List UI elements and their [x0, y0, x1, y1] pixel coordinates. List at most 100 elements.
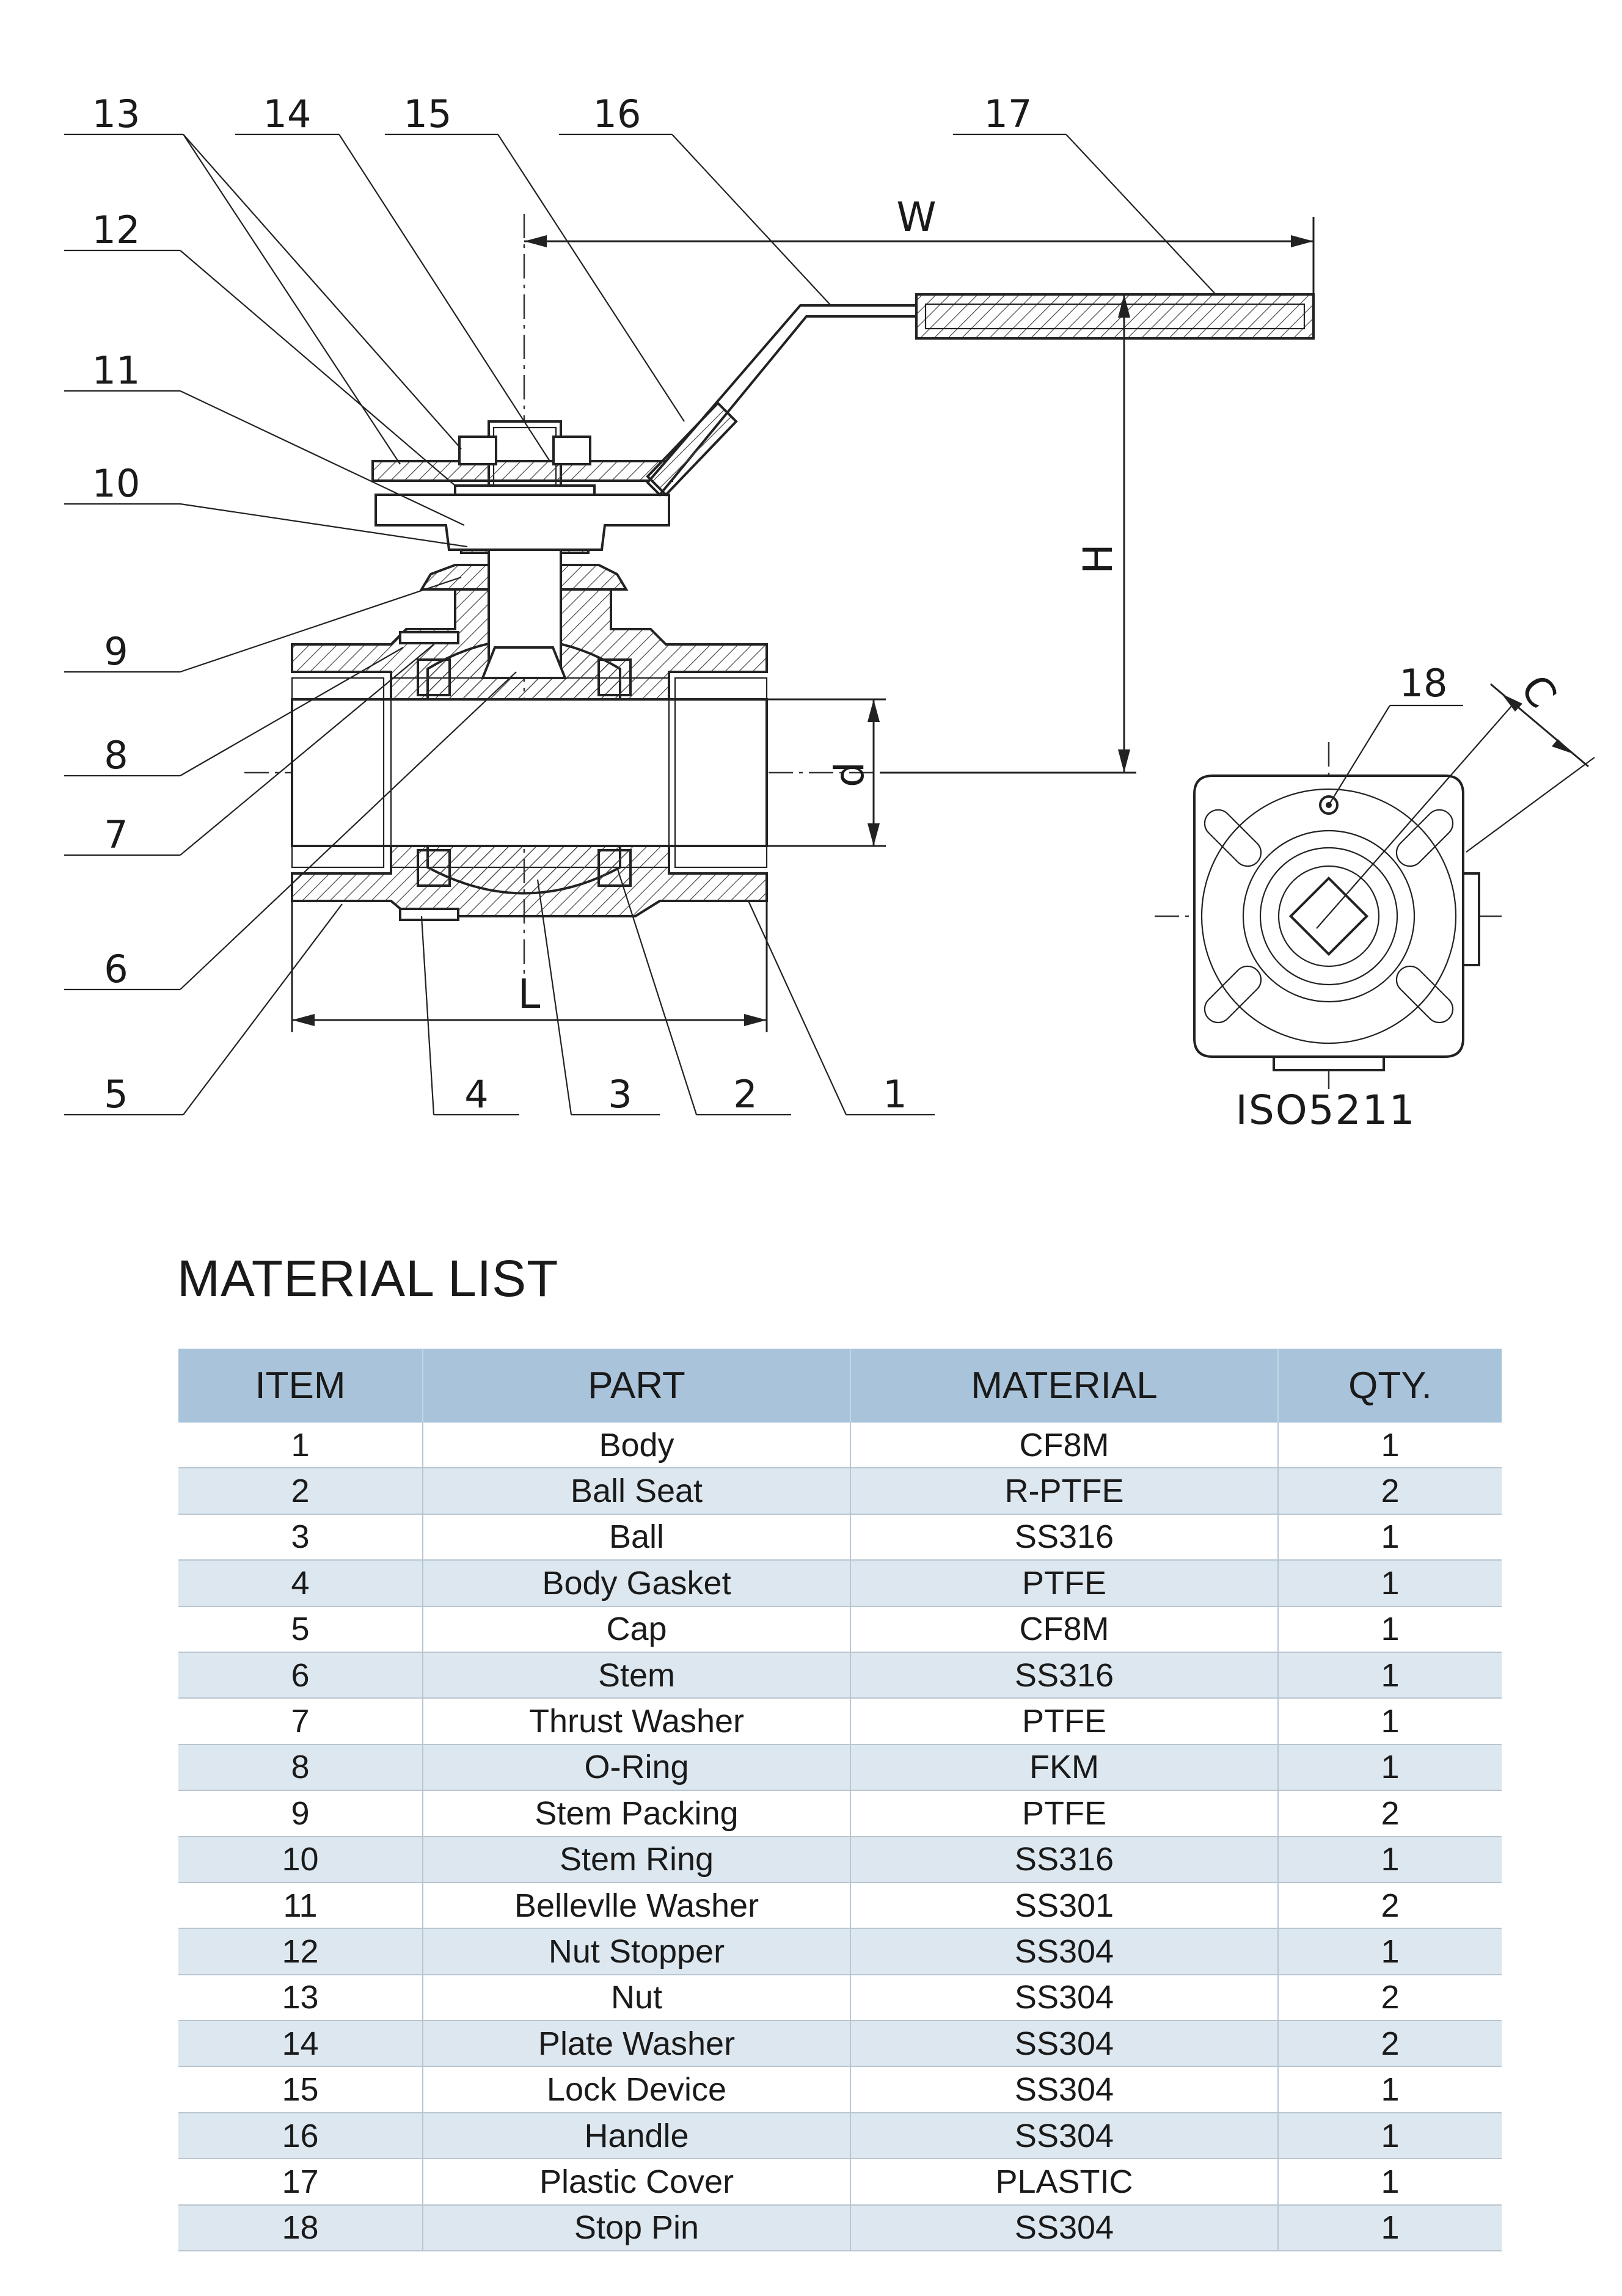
- top-flange: [374, 494, 670, 551]
- cell-item: 6: [178, 1652, 423, 1699]
- callout-11: 11: [92, 348, 141, 393]
- bolt-slot-bl: [1204, 965, 1262, 1024]
- cell-part: Stop Pin: [423, 2204, 851, 2252]
- cell-part: Stem Packing: [423, 1790, 851, 1837]
- callout-5: 5: [104, 1072, 128, 1117]
- body-gasket: [399, 908, 459, 921]
- column-header-material: MATERIAL: [850, 1349, 1279, 1423]
- cell-item: 8: [178, 1744, 423, 1791]
- seat-lower-right: [597, 849, 632, 887]
- cell-material: PTFE: [850, 1698, 1279, 1745]
- cell-item: 2: [178, 1468, 423, 1515]
- column-header-qty: QTY.: [1278, 1349, 1502, 1423]
- cell-part: Stem Ring: [423, 1836, 851, 1883]
- nut-right: [552, 436, 591, 465]
- cell-item: 11: [178, 1882, 423, 1930]
- cell-qty: 1: [1278, 1698, 1502, 1745]
- dimension-h-label: H: [1075, 544, 1122, 574]
- cell-part: Nut: [423, 1974, 851, 2022]
- cell-qty: 1: [1278, 1652, 1502, 1699]
- cell-material: SS301: [850, 1882, 1279, 1930]
- cell-material: PLASTIC: [850, 2159, 1279, 2206]
- cell-qty: 2: [1278, 1974, 1502, 2022]
- cell-item: 7: [178, 1698, 423, 1745]
- cell-material: SS316: [850, 1836, 1279, 1883]
- table-header-row: ITEM PART MATERIAL QTY.: [178, 1349, 1502, 1423]
- cell-qty: 1: [1278, 1423, 1502, 1469]
- material-list-title: MATERIAL LIST: [177, 1250, 559, 1307]
- callout-12: 12: [92, 208, 141, 252]
- dimension-w-label: W: [896, 194, 936, 241]
- cell-qty: 1: [1278, 1514, 1502, 1561]
- cell-part: Plate Washer: [423, 2021, 851, 2068]
- callout-13: 13: [92, 92, 141, 136]
- cell-qty: 1: [1278, 2066, 1502, 2113]
- cell-item: 13: [178, 1974, 423, 2022]
- callout-leaders: [64, 133, 1216, 1116]
- cell-part: Plastic Cover: [423, 2159, 851, 2206]
- callout-2: 2: [733, 1072, 757, 1117]
- cell-part: Body: [423, 1423, 851, 1469]
- callout-18: 18: [1400, 661, 1448, 705]
- lock-device: [646, 401, 738, 497]
- ball-valve-drawing: W H d L: [64, 92, 1595, 1134]
- column-header-item: ITEM: [178, 1349, 423, 1423]
- cell-qty: 2: [1278, 1882, 1502, 1930]
- cell-qty: 1: [1278, 1928, 1502, 1975]
- cell-item: 12: [178, 1928, 423, 1975]
- cell-part: Cap: [423, 1606, 851, 1653]
- cell-qty: 1: [1278, 1560, 1502, 1607]
- cell-part: Nut Stopper: [423, 1928, 851, 1975]
- cell-material: CF8M: [850, 1606, 1279, 1653]
- cell-qty: 1: [1278, 1744, 1502, 1791]
- seat-upper-left: [417, 658, 451, 696]
- cell-qty: 2: [1278, 2021, 1502, 2068]
- cell-part: Body Gasket: [423, 1560, 851, 1607]
- callout-17: 17: [984, 92, 1032, 136]
- column-header-part: PART: [423, 1349, 851, 1423]
- cell-item: 16: [178, 2112, 423, 2160]
- cell-part: Stem: [423, 1652, 851, 1699]
- thread-right: [674, 677, 768, 869]
- cell-item: 15: [178, 2066, 423, 2113]
- body-gasket-top: [399, 631, 459, 644]
- seat-upper-right: [597, 658, 632, 696]
- cell-material: SS304: [850, 2112, 1279, 2160]
- cell-item: 5: [178, 1606, 423, 1653]
- cell-item: 3: [178, 1514, 423, 1561]
- flange-top-view: C ISO5211: [1155, 666, 1595, 1134]
- callout-numbers: 1 2 3 4 5 6 7 8 9 10 11 12 13 14 15 16 1…: [92, 92, 1448, 1117]
- cell-qty: 2: [1278, 1468, 1502, 1515]
- cell-item: 17: [178, 2159, 423, 2206]
- callout-9: 9: [104, 629, 128, 674]
- cell-part: Bellevlle Washer: [423, 1882, 851, 1930]
- cell-material: SS304: [850, 1928, 1279, 1975]
- cell-qty: 1: [1278, 2112, 1502, 2160]
- dimension-d-label: d: [826, 762, 873, 787]
- callout-3: 3: [608, 1072, 632, 1117]
- bottom-tab: [1273, 1055, 1385, 1071]
- cell-part: O-Ring: [423, 1744, 851, 1791]
- cell-material: SS304: [850, 2066, 1279, 2113]
- cell-material: PTFE: [850, 1790, 1279, 1837]
- cell-qty: 2: [1278, 1790, 1502, 1837]
- stem-square: [1288, 876, 1369, 957]
- callout-1: 1: [883, 1072, 907, 1117]
- iso-standard-label: ISO5211: [1235, 1087, 1416, 1134]
- plate-washer: [371, 460, 673, 482]
- callout-14: 14: [263, 92, 312, 136]
- callout-8: 8: [104, 733, 128, 778]
- cell-material: SS304: [850, 2021, 1279, 2068]
